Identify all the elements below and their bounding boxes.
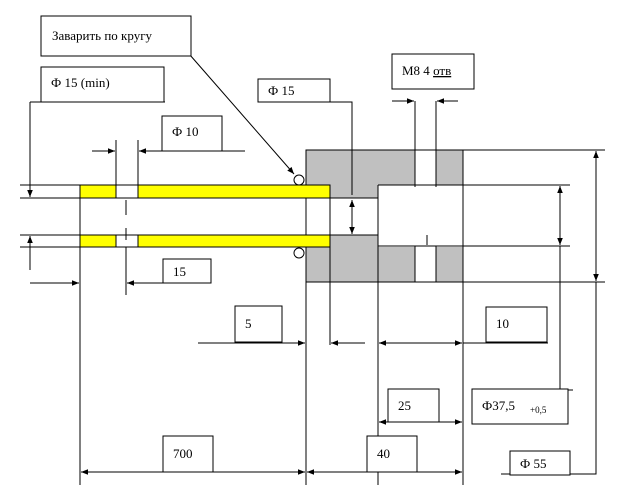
label-15: 15	[162, 258, 212, 284]
callout-weld: Заварить по кругу	[40, 15, 192, 57]
label-phi55: Ф 55	[509, 450, 571, 476]
svg-text:700: 700	[173, 446, 193, 461]
weld-marker-bottom-icon	[293, 247, 305, 259]
svg-text:25: 25	[398, 398, 411, 413]
label-thread-m8: М8 4 отв	[391, 53, 475, 90]
svg-text:15: 15	[173, 264, 186, 279]
label-phi10: Ф 10	[161, 115, 223, 152]
tube	[79, 184, 428, 248]
label-phi37: Ф37,5 +0,5	[471, 388, 569, 425]
svg-text:40: 40	[377, 446, 390, 461]
svg-text:5: 5	[245, 316, 252, 331]
label-5: 5	[234, 305, 283, 343]
flange	[305, 149, 464, 283]
label-phi15: Ф 15	[257, 78, 331, 103]
svg-text:Заварить по кругу: Заварить по кругу	[52, 28, 153, 43]
svg-text:Ф 10: Ф 10	[172, 124, 199, 139]
svg-text:+0,5: +0,5	[530, 405, 547, 415]
label-25: 25	[387, 388, 440, 423]
label-phi15-min: Ф 15 (min)	[40, 66, 165, 103]
svg-text:М8 4 отв: М8 4 отв	[402, 63, 451, 78]
label-40: 40	[366, 435, 418, 473]
weld-marker-top-icon	[293, 174, 305, 186]
svg-text:Ф 55: Ф 55	[520, 456, 547, 471]
svg-text:Ф 15 (min): Ф 15 (min)	[51, 75, 110, 90]
svg-text:Ф37,5: Ф37,5	[482, 398, 515, 413]
svg-text:Ф 15: Ф 15	[268, 83, 295, 98]
label-10: 10	[485, 306, 548, 343]
label-700: 700	[162, 435, 214, 473]
svg-text:10: 10	[496, 316, 509, 331]
